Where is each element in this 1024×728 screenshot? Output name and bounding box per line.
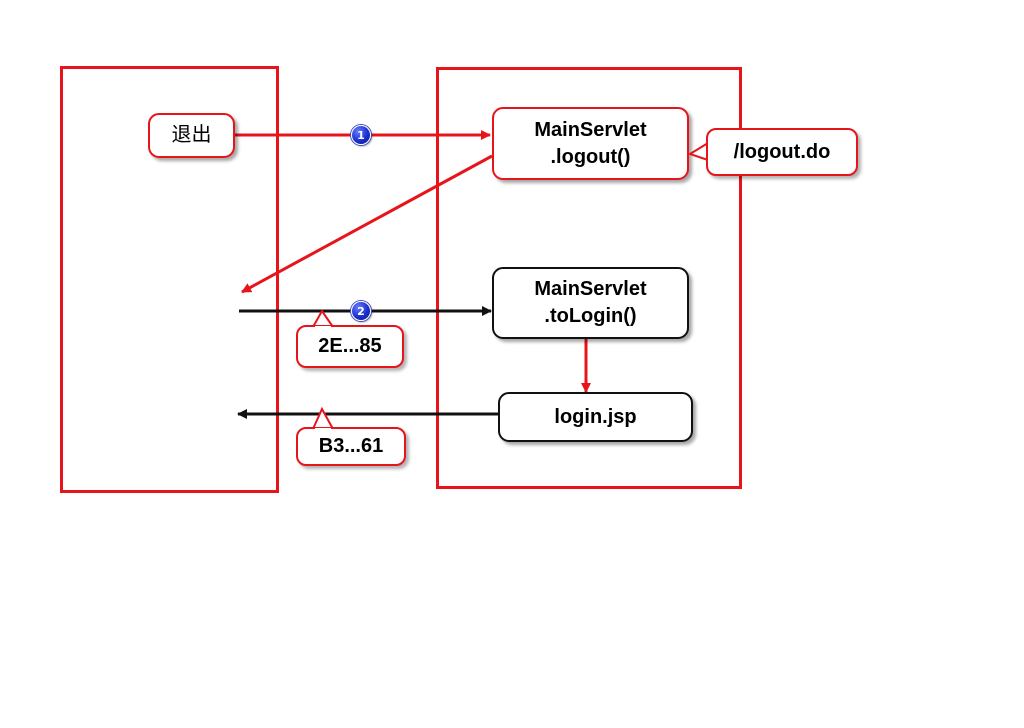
- session-id-request-label: 2E...85: [318, 335, 382, 357]
- arrow-redirect: [241, 154, 493, 294]
- servlet-logout-method: .logout(): [550, 145, 631, 168]
- step-1-number: 1: [357, 128, 365, 142]
- login-jsp-label: login.jsp: [554, 405, 637, 428]
- logout-url-callout: /logout.do: [706, 128, 858, 176]
- servlet-logout-class: MainServlet: [534, 118, 647, 141]
- logout-button[interactable]: 退出: [148, 113, 235, 158]
- session-id-request-callout: 2E...85: [296, 325, 404, 368]
- logout-url-label: /logout.do: [733, 140, 831, 163]
- servlet-tologin-box: MainServlet .toLogin(): [492, 267, 689, 339]
- session-id-response-label: B3...61: [318, 435, 384, 457]
- login-jsp-box: login.jsp: [498, 392, 693, 442]
- browser-frame: [60, 66, 279, 493]
- servlet-tologin-method: .toLogin(): [544, 305, 637, 327]
- step-1-marker: 1: [351, 125, 371, 145]
- server-frame: [436, 67, 742, 489]
- session-id-response-callout: B3...61: [296, 427, 406, 466]
- step-2-marker: 2: [351, 301, 371, 321]
- servlet-tologin-class: MainServlet: [534, 278, 647, 300]
- servlet-logout-box: MainServlet .logout(): [492, 107, 689, 180]
- logout-button-label: 退出: [171, 124, 212, 146]
- step-2-number: 2: [357, 304, 365, 318]
